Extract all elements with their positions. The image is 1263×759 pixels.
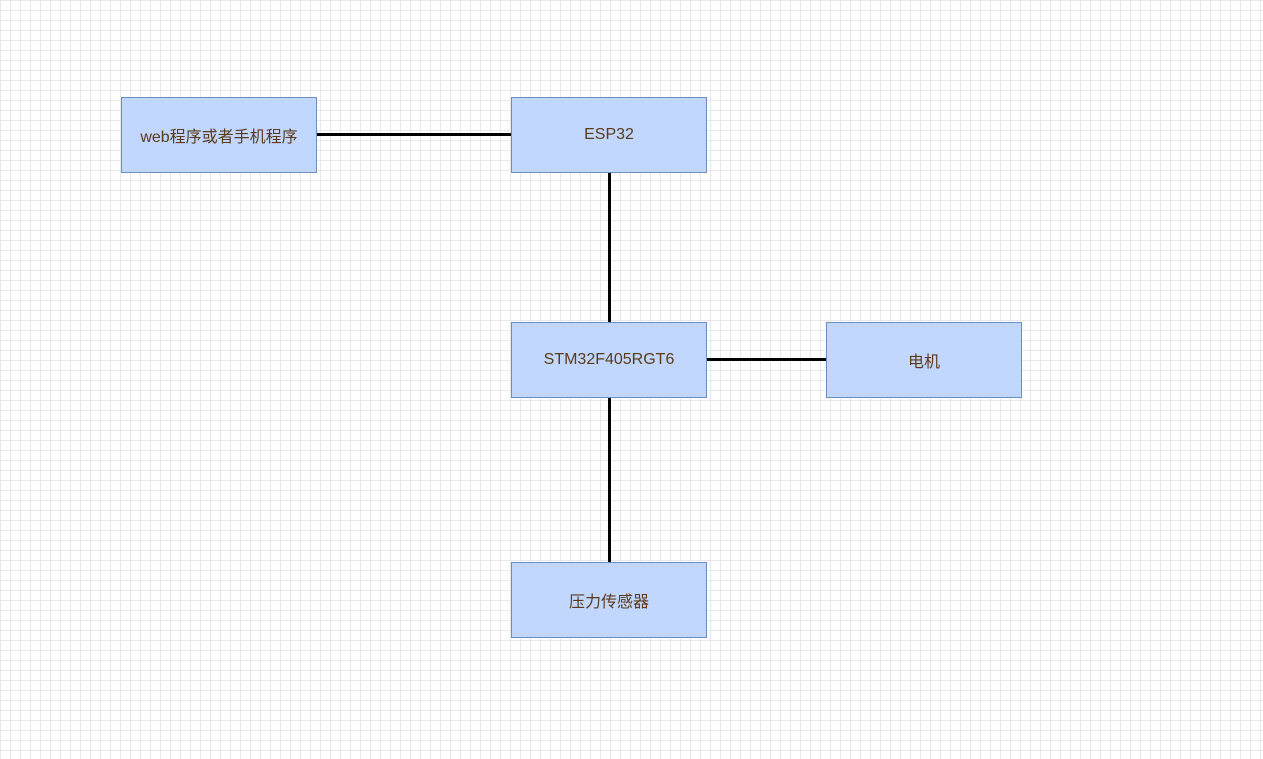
connector-stm32-sensor[interactable]: [608, 398, 611, 562]
connector-stm32-motor[interactable]: [707, 358, 826, 361]
node-pressure-sensor[interactable]: 压力传感器: [511, 562, 707, 638]
node-label: 压力传感器: [568, 594, 649, 611]
connector-web-esp32[interactable]: [317, 133, 511, 136]
node-label: STM32F405RGT6: [543, 351, 675, 368]
node-motor[interactable]: 电机: [826, 322, 1022, 398]
connector-esp32-stm32[interactable]: [608, 173, 611, 322]
node-stm32[interactable]: STM32F405RGT6: [511, 322, 707, 398]
node-label: ESP32: [584, 126, 634, 143]
node-web-or-mobile-app[interactable]: web程序或者手机程序: [121, 97, 317, 173]
node-esp32[interactable]: ESP32: [511, 97, 707, 173]
node-label: web程序或者手机程序: [140, 129, 298, 146]
node-label: 电机: [907, 354, 940, 371]
